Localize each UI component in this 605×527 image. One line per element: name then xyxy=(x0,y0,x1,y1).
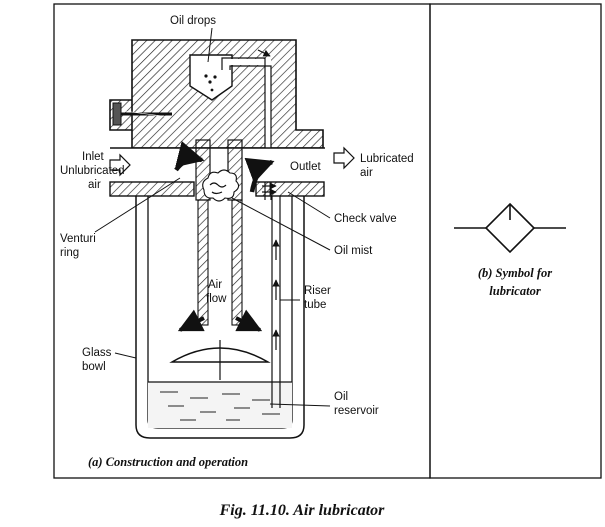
lower-flange-left xyxy=(109,181,195,197)
label-riser: Riser xyxy=(304,285,331,297)
label-glass: Glass xyxy=(82,347,112,359)
frame-panel-b xyxy=(429,3,602,479)
glass-bowl xyxy=(135,196,305,439)
inlet-arrow-icon xyxy=(109,153,131,177)
lubricator-symbol-icon xyxy=(454,202,566,254)
label-lubricated: Lubricated xyxy=(360,153,414,165)
oil-passage xyxy=(223,59,271,210)
label-air-flow: flow xyxy=(206,293,227,305)
label-riser-tube: tube xyxy=(304,299,326,311)
label-inlet: Inlet xyxy=(82,151,105,163)
label-outlet: Outlet xyxy=(290,161,321,173)
siphon-tube-left xyxy=(197,199,209,326)
label-oil: Oil xyxy=(334,391,348,403)
label-check-valve: Check valve xyxy=(334,213,397,225)
label-air: Air xyxy=(208,279,222,291)
leader-lines xyxy=(94,27,331,407)
label-unlubricated: Unlubricated xyxy=(60,165,125,177)
oil-mist xyxy=(202,169,240,202)
lower-flange-right xyxy=(255,181,325,197)
oil-reservoir xyxy=(148,382,292,428)
siphon-tube-right xyxy=(231,199,243,326)
label-oil-reservoir: reservoir xyxy=(334,405,379,417)
label-venturi-ring: ring xyxy=(60,247,79,259)
label-venturi: Venturi xyxy=(60,233,96,245)
label-oil-mist: Oil mist xyxy=(334,245,373,257)
figure-caption: Fig. 11.10. Air lubricator xyxy=(219,502,386,519)
lubricator-body xyxy=(109,39,355,439)
outlet-arrow-icon xyxy=(333,146,355,170)
label-lubricated-air: air xyxy=(360,167,373,179)
label-oil-drops: Oil drops xyxy=(170,15,216,27)
caption-panel-b-1: (b) Symbol for xyxy=(478,266,552,280)
adjusting-screw-knob xyxy=(112,102,122,126)
label-glass-bowl: bowl xyxy=(82,361,106,373)
caption-panel-a: (a) Construction and operation xyxy=(88,455,248,469)
label-unlubricated-air: air xyxy=(88,179,101,191)
caption-panel-b-2: lubricator xyxy=(489,284,541,298)
